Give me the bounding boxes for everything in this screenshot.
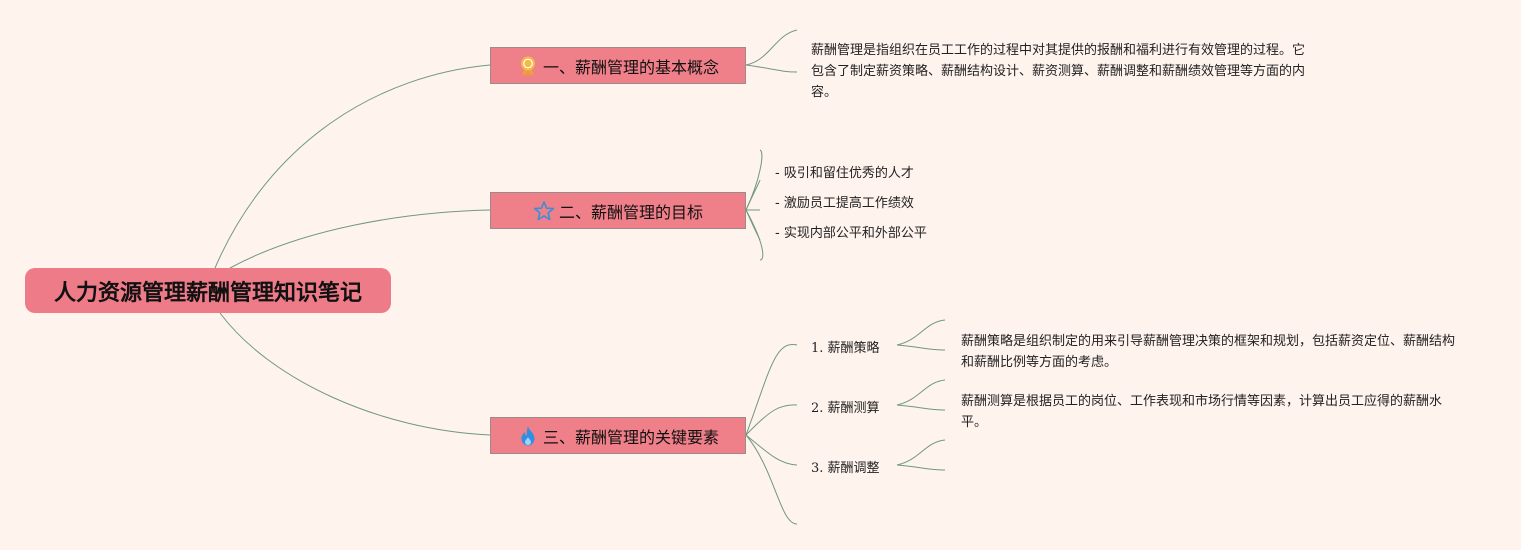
connector-branch-1-bottom	[745, 64, 798, 73]
sub-item-number: 1.	[811, 341, 824, 356]
connector-branch-3-c	[745, 434, 798, 466]
connector-sub-3-bottom	[896, 464, 946, 471]
connector-sub-1-bottom	[896, 344, 946, 351]
sub-item-label: 薪酬测算	[827, 401, 880, 416]
sub-item-1[interactable]: 1. 薪酬策略	[811, 337, 880, 356]
connector-sub-3-top	[896, 439, 946, 466]
root-title: 人力资源管理薪酬管理知识笔记	[53, 280, 362, 306]
connector-root-branch-3	[219, 312, 491, 436]
sub-item-number: 3.	[811, 461, 824, 476]
branch-1-description: 薪酬管理是指组织在员工工作的过程中对其提供的报酬和福利进行有效管理的过程。它包含…	[811, 43, 1306, 100]
sub-item-number: 2.	[811, 401, 824, 416]
connector-sub-1-top	[896, 319, 946, 346]
branch-node-goals[interactable]: 二、薪酬管理的目标	[490, 192, 746, 229]
branch-title: 二、薪酬管理的目标	[558, 202, 703, 222]
connector-sub-2-top	[896, 379, 946, 406]
goal-item-2: - 激励员工提高工作绩效	[775, 196, 914, 211]
connector-branch-2-b	[745, 179, 761, 211]
goal-item-1: - 吸引和留住优秀的人才	[775, 166, 914, 181]
fire-icon	[517, 425, 539, 447]
connector-branch-3-d	[745, 434, 798, 525]
branch-title: 一、薪酬管理的基本概念	[542, 57, 719, 77]
sub-item-2[interactable]: 2. 薪酬测算	[811, 397, 880, 416]
sub-item-3[interactable]: 3. 薪酬调整	[811, 457, 880, 476]
connector-branch-2-e	[745, 209, 764, 261]
connector-root-branch-2	[229, 209, 491, 269]
connector-branch-1-top	[745, 29, 798, 66]
connector-branch-3-b	[745, 404, 798, 436]
branch-title: 三、薪酬管理的关键要素	[542, 427, 719, 447]
sub-item-1-description: 薪酬策略是组织制定的用来引导薪酬管理决策的框架和规划，包括薪资定位、薪酬结构和薪…	[961, 334, 1456, 370]
root-node[interactable]: 人力资源管理薪酬管理知识笔记	[25, 268, 391, 313]
star-outline-icon	[533, 200, 555, 222]
connector-sub-2-bottom	[896, 404, 946, 411]
award-ribbon-icon	[517, 55, 539, 77]
connector-branch-3-a	[745, 343, 798, 436]
sub-item-label: 薪酬调整	[827, 461, 880, 476]
branch-node-basic-concept[interactable]: 一、薪酬管理的基本概念	[490, 47, 746, 84]
sub-item-2-description: 薪酬测算是根据员工的岗位、工作表现和市场行情等因素，计算出员工应得的薪酬水平。	[961, 394, 1443, 430]
goal-item-3: - 实现内部公平和外部公平	[775, 226, 927, 241]
sub-item-label: 薪酬策略	[827, 341, 880, 356]
connector-root-branch-1	[214, 64, 491, 269]
branch-node-key-elements[interactable]: 三、薪酬管理的关键要素	[490, 417, 746, 454]
